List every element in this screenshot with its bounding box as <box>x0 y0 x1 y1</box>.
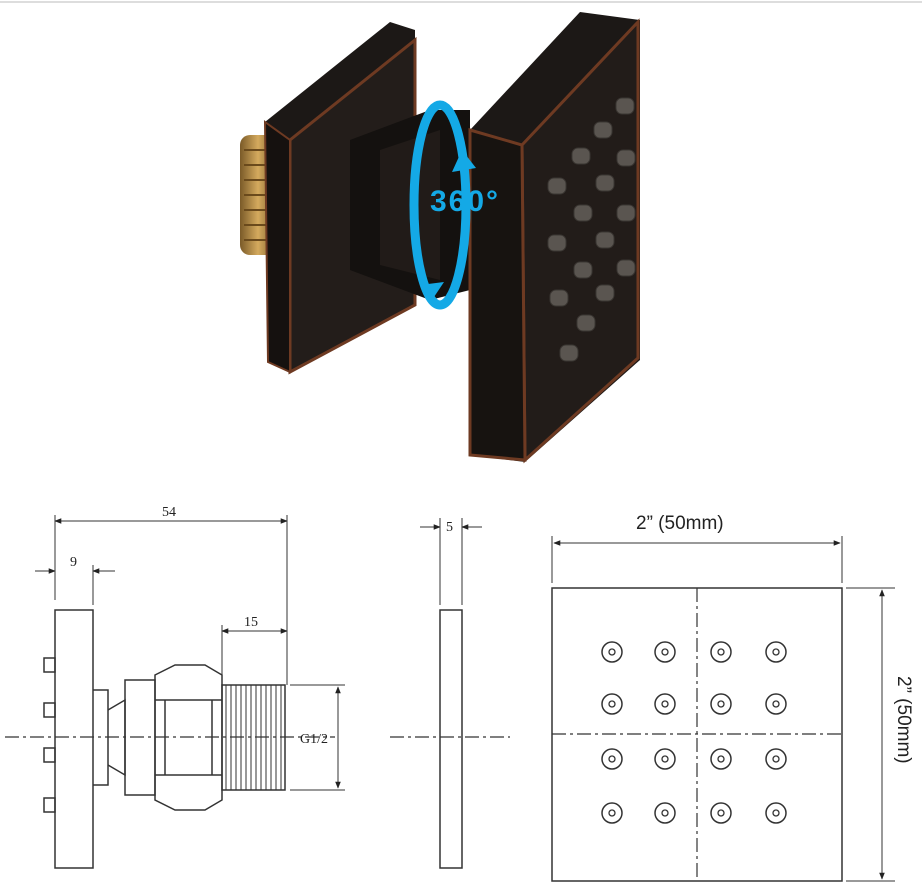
nozzle-outline <box>765 802 787 824</box>
thread-length-label: 15 <box>244 615 258 630</box>
nozzle-outline <box>710 802 732 824</box>
nozzle-hole <box>772 700 780 708</box>
nozzle-hole <box>661 648 669 656</box>
front-view-nozzles <box>601 641 787 824</box>
nozzle-outline <box>654 802 676 824</box>
nozzle-outline <box>654 641 676 663</box>
nozzle-hole <box>717 809 725 817</box>
photo-nozzles <box>547 97 636 362</box>
nozzle-outline <box>710 748 732 770</box>
nozzle-outline <box>654 748 676 770</box>
nozzle-hole <box>608 755 616 763</box>
nozzle-hole <box>772 809 780 817</box>
nozzle-outline <box>710 641 732 663</box>
nozzle-hole <box>661 700 669 708</box>
nozzle-hole <box>717 755 725 763</box>
nozzle-outline <box>710 693 732 715</box>
rotation-label: 360° <box>430 185 500 218</box>
side-view-drawing <box>5 515 345 869</box>
nozzle-outline <box>765 748 787 770</box>
overall-length-label: 54 <box>162 505 176 520</box>
nozzle-outline <box>601 641 623 663</box>
thickness-label: 5 <box>446 520 453 535</box>
nozzle-outline <box>601 802 623 824</box>
height-label: 2” (50mm) <box>893 676 914 764</box>
thread-spec-label: G1/2 <box>300 732 328 747</box>
nozzle-outline <box>601 693 623 715</box>
nozzle-hole <box>608 700 616 708</box>
nozzle-hole <box>608 809 616 817</box>
nozzle-outline <box>765 641 787 663</box>
nozzle-hole <box>608 648 616 656</box>
nozzle-hole <box>717 700 725 708</box>
nozzle-hole <box>717 648 725 656</box>
nozzle-hole <box>661 809 669 817</box>
flange-thickness-label: 9 <box>70 555 77 570</box>
nozzle-outline <box>765 693 787 715</box>
rotation-arrow-icon <box>409 100 476 310</box>
thickness-view-drawing <box>390 518 510 869</box>
back-plate <box>263 22 417 375</box>
nozzle-hole <box>661 755 669 763</box>
width-label: 2” (50mm) <box>636 513 724 534</box>
nozzle-outline <box>654 693 676 715</box>
nozzle-hole <box>772 755 780 763</box>
product-photo: 360° <box>240 12 640 464</box>
front-view-drawing <box>551 536 895 882</box>
nozzle-hole <box>772 648 780 656</box>
nozzle-outline <box>601 748 623 770</box>
